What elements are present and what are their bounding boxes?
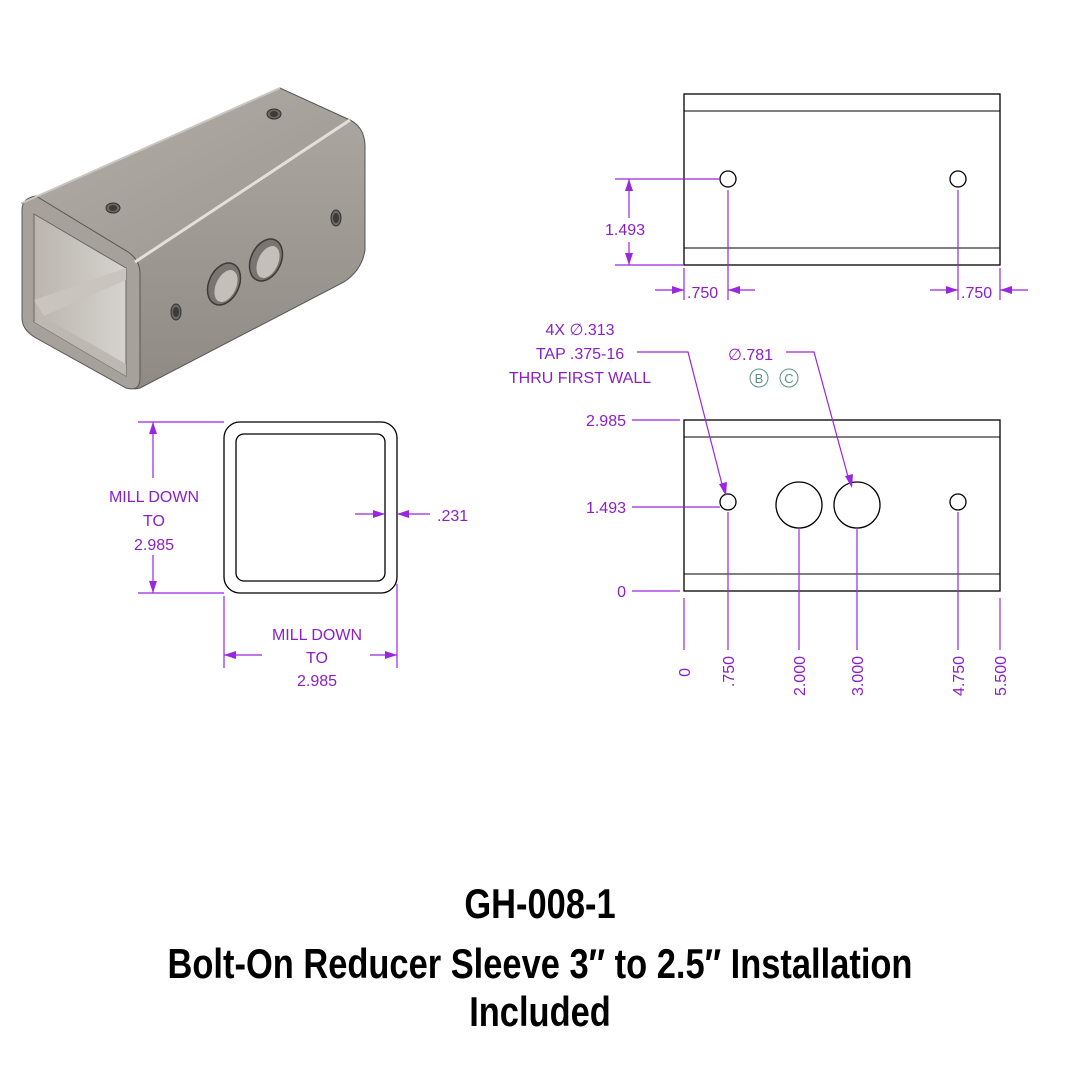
end-wall-thickness-dim: .231 [437,508,468,525]
top-view-body [683,93,1001,266]
top-height-dim: 1.493 [605,222,645,239]
top-right-offset-dim: .750 [961,285,992,302]
top-view: 1.493 .750 .750 [605,93,1028,302]
end-width-label-2: TO [306,650,328,667]
end-height-label-3: 2.985 [134,537,174,554]
side-x-ordinate-5500: 5.500 [993,656,1010,696]
side-tapped-hole-left [719,493,737,511]
datum-b: B [755,371,764,386]
side-ordinate-1493: 1.493 [586,500,626,517]
end-view-inner [235,433,386,582]
end-view: MILL DOWN TO 2.985 MILL DOWN TO 2.985 .2… [109,421,468,690]
side-tapped-hole-right [949,493,967,511]
datum-c: C [784,371,793,386]
end-width-label-1: MILL DOWN [272,627,362,644]
bore-note: ∅.781 [728,347,773,364]
side-x-ordinate-2000: 2.000 [792,656,809,696]
datum-c-marker [779,368,799,388]
top-view-hole-right [949,170,967,188]
side-ordinate-2985: 2.985 [586,413,626,430]
side-bore-c [833,481,881,529]
side-ordinate-0: 0 [617,584,626,601]
top-view-hole-left [719,170,737,188]
side-x-ordinate-4750: 4.750 [951,656,968,696]
top-left-offset-dim: .750 [687,285,718,302]
part-number: GH-008-1 [464,880,616,927]
end-width-label-3: 2.985 [297,673,337,690]
side-x-ordinate-750: .750 [721,656,738,687]
end-height-label-2: TO [143,513,165,530]
side-x-ordinate-3000: 3.000 [850,656,867,696]
side-x-ordinate-0: 0 [677,668,694,677]
tapped-note-line-2: TAP .375-16 [536,346,624,363]
product-title: Bolt-On Reducer Sleeve 3″ to 2.5″ Instal… [167,940,913,1035]
isometric-view [20,87,366,390]
tapped-note-line-3: THRU FIRST WALL [509,370,651,387]
side-bore-b [775,481,823,529]
tapped-note-line-1: 4X ∅.313 [545,322,614,339]
datum-b-marker [749,368,769,388]
end-height-label-1: MILL DOWN [109,489,199,506]
side-view: 2.985 1.493 0 0 .750 2.000 3.000 4.750 5… [509,322,1010,696]
